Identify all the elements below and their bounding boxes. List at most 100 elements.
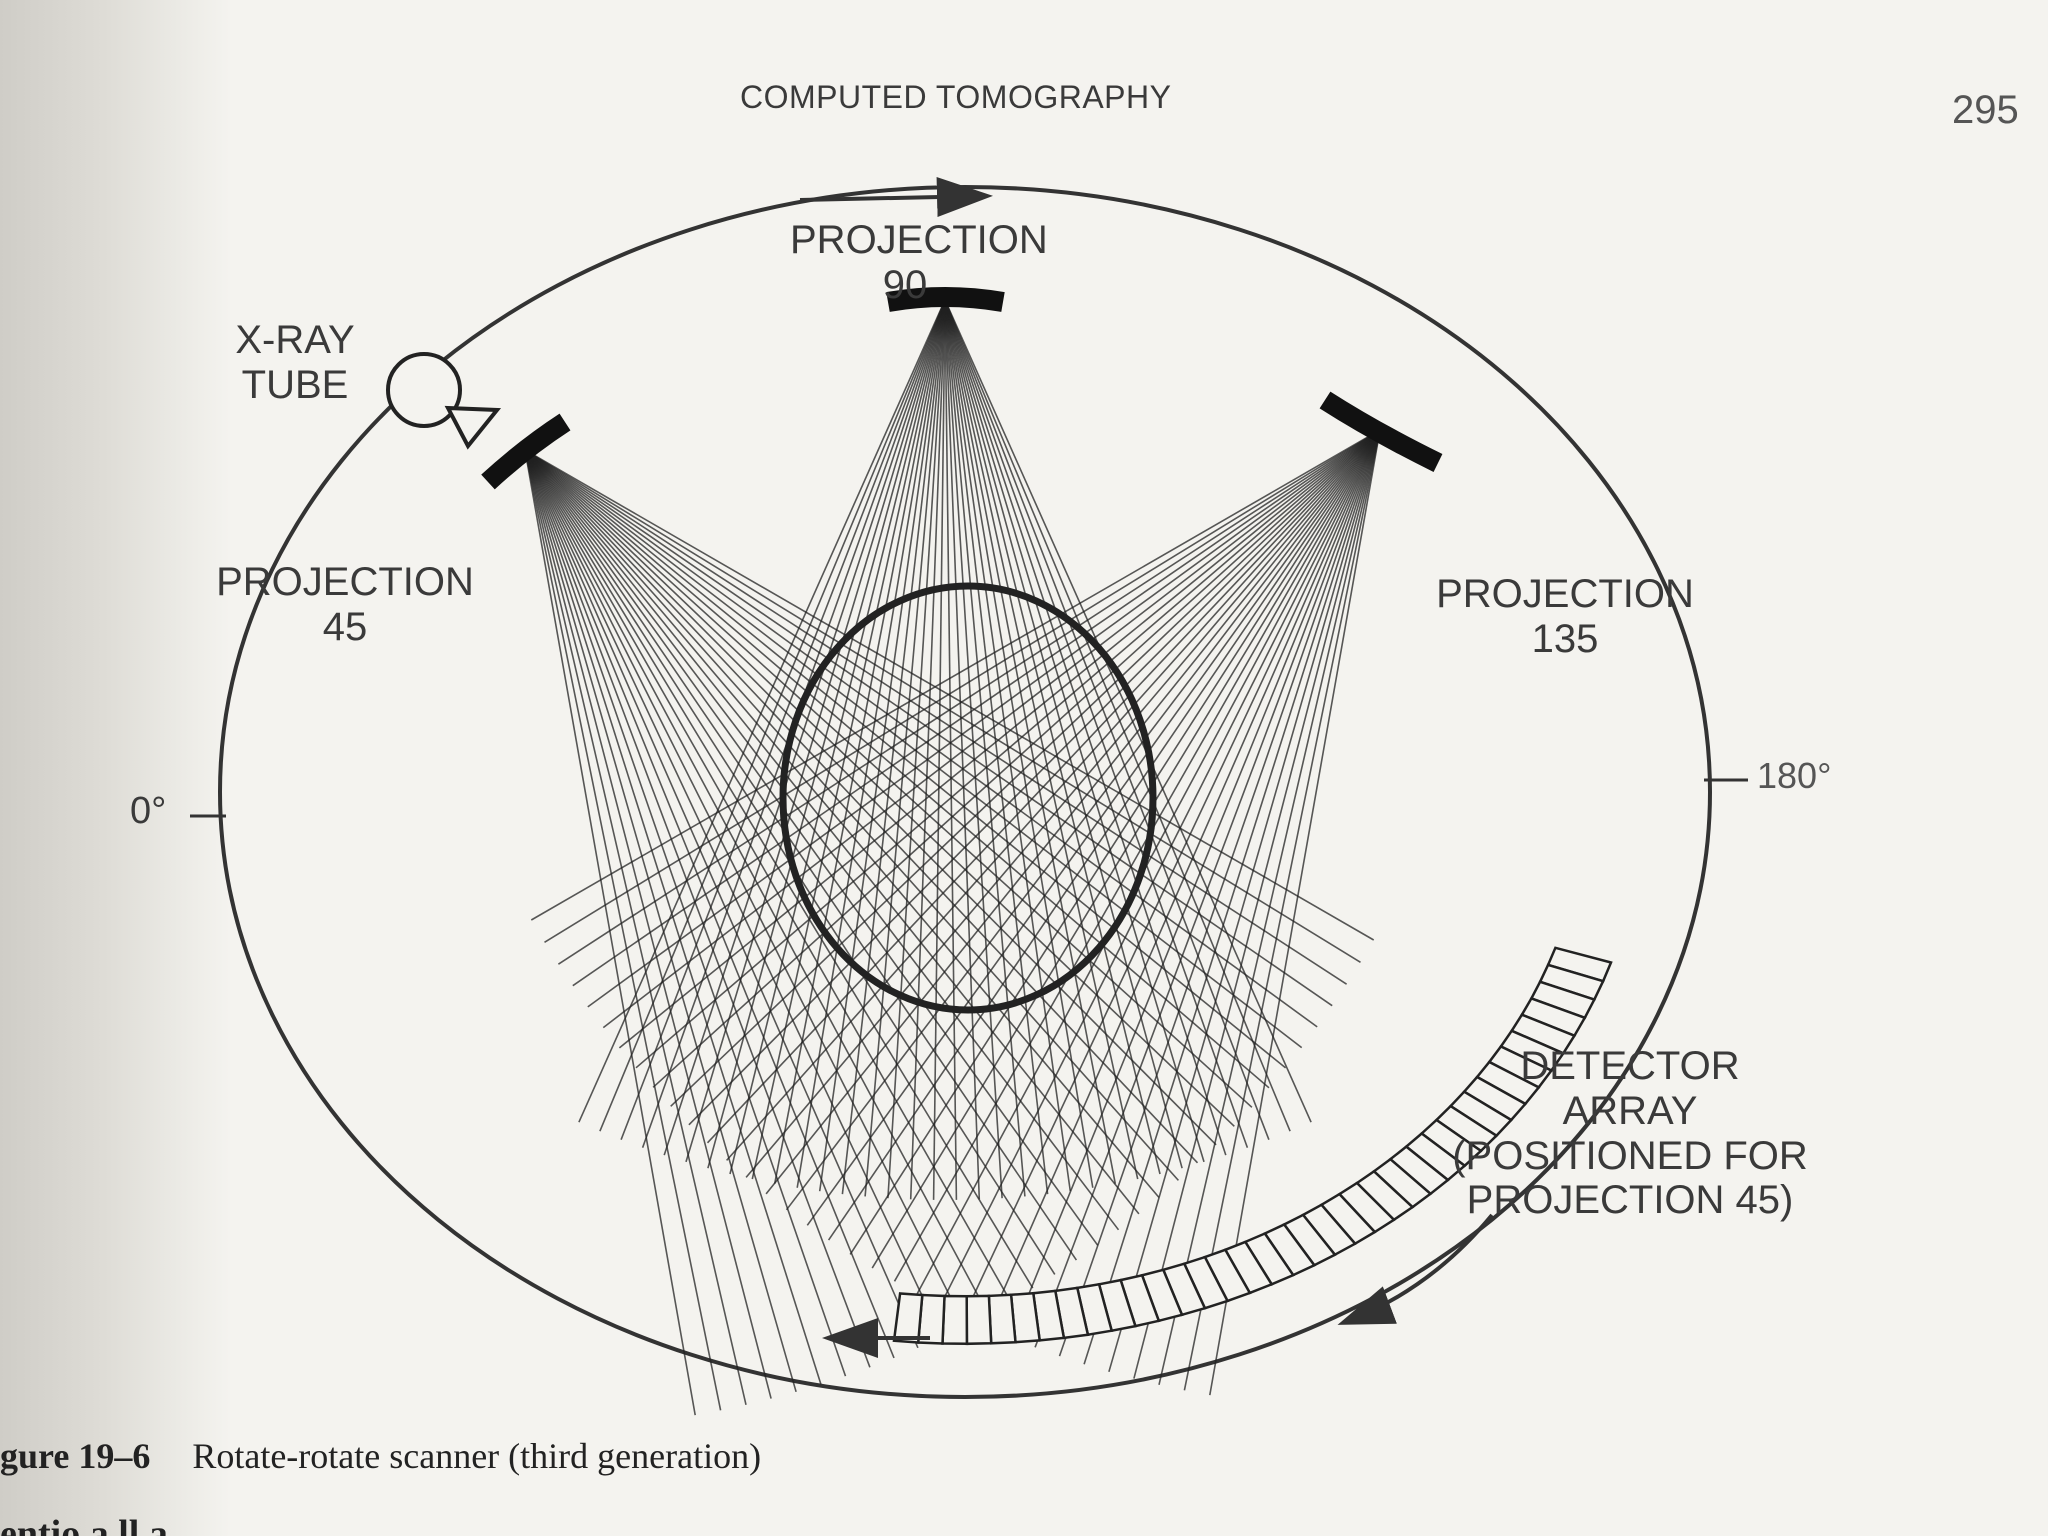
beam-ray [1133, 429, 1381, 1379]
beam-ray [1158, 429, 1381, 1385]
beam-ray [864, 299, 946, 1197]
beam-ray [663, 299, 946, 1156]
beam-ray [849, 429, 1381, 1255]
beam-ray [524, 449, 1140, 1215]
beam-ray [1034, 429, 1381, 1348]
beam-ray [765, 429, 1381, 1195]
beam-ray [620, 299, 946, 1140]
beam-ray [729, 299, 946, 1175]
beam-ray [557, 429, 1381, 965]
beam-ray [524, 449, 696, 1416]
beam-ray [524, 449, 1120, 1231]
page-gutter-shadow [0, 0, 230, 1536]
beam-ray [524, 449, 772, 1399]
beam-ray [706, 429, 1381, 1144]
beam-ray [524, 449, 943, 1338]
beam-ray [524, 449, 1270, 1089]
projection-135-label: PROJECTION 135 [1436, 572, 1694, 661]
beam-ray [524, 449, 1303, 1049]
beam-ray [1010, 429, 1381, 1339]
beam-ray [524, 449, 895, 1359]
beam-ray [524, 449, 989, 1315]
beam-ray [578, 299, 946, 1123]
projection-45-label: PROJECTION 45 [216, 560, 474, 649]
beam-ray [544, 429, 1381, 943]
beam-ray [806, 429, 1381, 1226]
beam-ray [524, 449, 1217, 1146]
body-text-fragment: entio a ll a [0, 1513, 168, 1536]
beam-ray [524, 449, 871, 1368]
bottom-rotation-arrow [1337, 1213, 1494, 1325]
beam-ray [944, 299, 1291, 1132]
beam-ray [1083, 429, 1381, 1365]
beam-ray [1058, 429, 1381, 1357]
zero-degree-label: 0° [130, 790, 167, 832]
beam-ray [618, 429, 1381, 1049]
beam-ray [572, 429, 1381, 987]
beam-ray [635, 429, 1381, 1069]
beam-ray [524, 449, 966, 1327]
figure-number: gure 19–6 [0, 1436, 151, 1476]
figure-caption: gure 19–6 Rotate-rotate scanner (third ge… [0, 1435, 761, 1477]
beam-ray [524, 449, 1160, 1198]
beam-ray [916, 429, 1381, 1295]
beam-ray [524, 449, 722, 1411]
beam-ray [599, 299, 946, 1132]
beam-ray [524, 449, 1348, 985]
beam-ray [524, 449, 919, 1349]
beam-ray [986, 429, 1381, 1329]
page-number: 295 [1952, 88, 2019, 132]
beam-ray [893, 429, 1381, 1282]
beam-ray [871, 429, 1381, 1269]
beam-ray [944, 299, 981, 1200]
beam-ray [524, 449, 797, 1393]
detector-array [892, 946, 1613, 1346]
running-head: COMPUTED TOMOGRAPHY [740, 79, 1172, 115]
beam-ray [670, 429, 1381, 1107]
beam-ray [944, 299, 1094, 1188]
beam-ray [524, 449, 1199, 1164]
projection-90-source-arc [886, 287, 1005, 312]
beam-ray [524, 449, 847, 1377]
beam-ray [726, 429, 1381, 1161]
beam-ray [602, 429, 1381, 1029]
beam-ray [524, 449, 1287, 1069]
top-rotation-arrow [799, 177, 993, 218]
beam-ray [707, 299, 946, 1169]
beam-ray [785, 429, 1381, 1211]
detector-cell [941, 1294, 969, 1346]
beam-ray [688, 429, 1381, 1126]
beam-ray [745, 429, 1381, 1178]
beam-ray [773, 299, 946, 1184]
beam-ray [818, 299, 946, 1192]
beam-ray [524, 449, 1034, 1289]
x-ray-beam-lines [524, 299, 1381, 1416]
beam-ray [944, 299, 1003, 1199]
patient-cross-section [779, 582, 1157, 1014]
beam-ray [962, 429, 1381, 1318]
beam-ray [944, 299, 1161, 1175]
beam-ray [530, 429, 1381, 921]
beam-ray [524, 449, 1099, 1246]
figure-caption-text: Rotate-rotate scanner (third generation) [192, 1436, 762, 1476]
beam-ray [652, 429, 1381, 1088]
beam-ray [944, 299, 1205, 1163]
x-ray-tube-icon [386, 352, 502, 450]
beam-ray [524, 449, 1235, 1127]
detector-array-label: DETECTOR ARRAY (POSITIONED FOR PROJECTIO… [1452, 1044, 1808, 1223]
beam-ray [909, 299, 946, 1200]
beam-ray [1183, 429, 1381, 1391]
beam-ray [751, 299, 946, 1180]
beam-ray [827, 429, 1381, 1241]
beam-ray [1108, 429, 1381, 1373]
detector-cell [965, 1294, 993, 1346]
projection-90-label: PROJECTION 90 [790, 218, 1048, 307]
beam-ray [524, 449, 747, 1405]
beam-ray [1209, 429, 1381, 1396]
beam-ray [524, 449, 1361, 963]
detector-cell [892, 1292, 924, 1344]
xray-tube-label: X-RAY TUBE [235, 318, 355, 407]
one-eighty-degree-label: 180° [1757, 755, 1832, 796]
